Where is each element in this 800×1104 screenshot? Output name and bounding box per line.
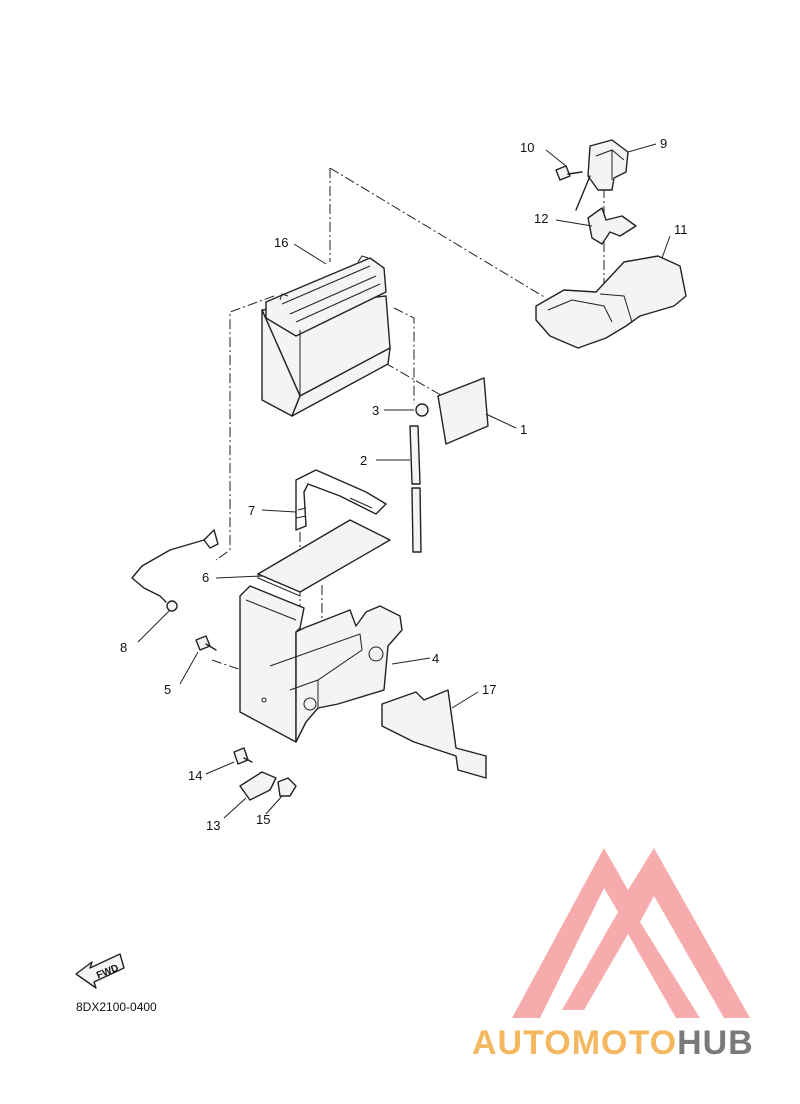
callout-15: 15 [256,812,270,827]
fwd-arrow-icon: FWD [75,953,125,989]
callout-11: 11 [674,222,688,237]
watermark: AUTOMOTOHUB [472,848,754,1062]
callout-4: 4 [432,651,439,666]
callout-12: 12 [534,211,548,226]
leader-lines [137,143,671,819]
triangle-m-logo-icon [512,848,750,1018]
callout-13: 13 [206,818,220,833]
bolt-5 [195,635,217,651]
bracket-part-12 [587,207,637,245]
battery-box [239,585,403,743]
bolt-10 [555,165,583,181]
callout-17: 17 [482,682,496,697]
cover-part-17 [381,689,487,779]
callout-9: 9 [660,136,667,151]
callout-2: 2 [360,453,367,468]
callout-labels: 1 2 3 4 5 6 7 8 9 10 11 12 13 14 15 16 1… [120,136,688,833]
callout-5: 5 [164,682,171,697]
bolt-14 [233,747,253,765]
starter-relay [575,139,629,211]
callout-3: 3 [372,403,379,418]
diagram-code: 8DX2100-0400 [76,1000,157,1014]
nut-15 [277,777,297,797]
vent-cap [415,403,429,417]
battery-mat [257,519,391,597]
callout-8: 8 [120,640,127,655]
terminal-cap-13 [239,771,277,801]
cover-part-11 [535,255,687,349]
watermark-text: AUTOMOTOHUB [472,1024,754,1062]
callout-10: 10 [520,140,534,155]
callout-14: 14 [188,768,202,783]
sheet-part-1 [437,377,489,445]
watermark-part1: AUTOMOTO [472,1024,677,1062]
vent-hose [409,425,422,553]
callout-16: 16 [274,235,288,250]
lead-wire [131,529,219,612]
callout-1: 1 [520,422,527,437]
watermark-part2: HUB [677,1024,754,1062]
callout-6: 6 [202,570,209,585]
callout-7: 7 [248,503,255,518]
battery [261,255,391,417]
battery-band [295,469,387,531]
